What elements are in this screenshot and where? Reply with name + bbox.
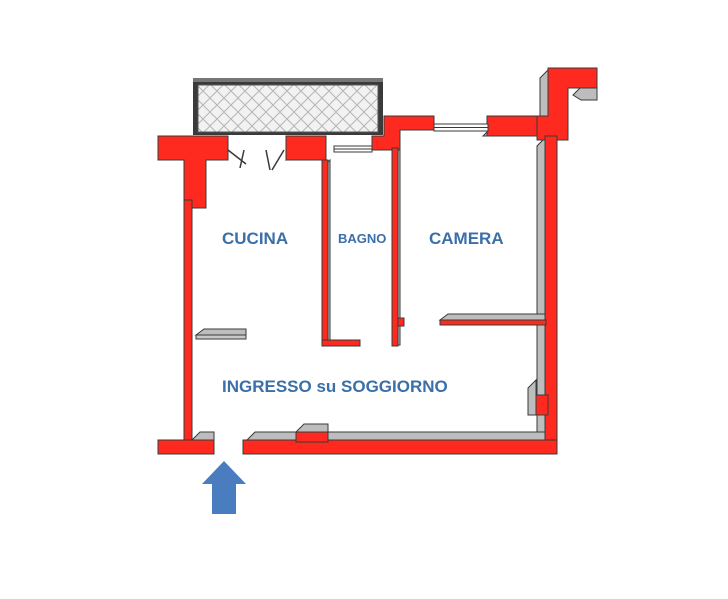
walls (157, 67, 598, 455)
room-label-cucina: CUCINA (222, 229, 288, 248)
room-label-bagno: BAGNO (338, 231, 386, 246)
room-label-camera: CAMERA (429, 229, 504, 248)
room-label-ingresso: INGRESSO su SOGGIORNO (222, 377, 448, 396)
balcony (193, 78, 383, 135)
window-icon (333, 123, 489, 153)
entrance-arrow-icon (202, 461, 246, 514)
door-swing-icon (227, 149, 285, 171)
kitchen-partition (195, 334, 247, 340)
